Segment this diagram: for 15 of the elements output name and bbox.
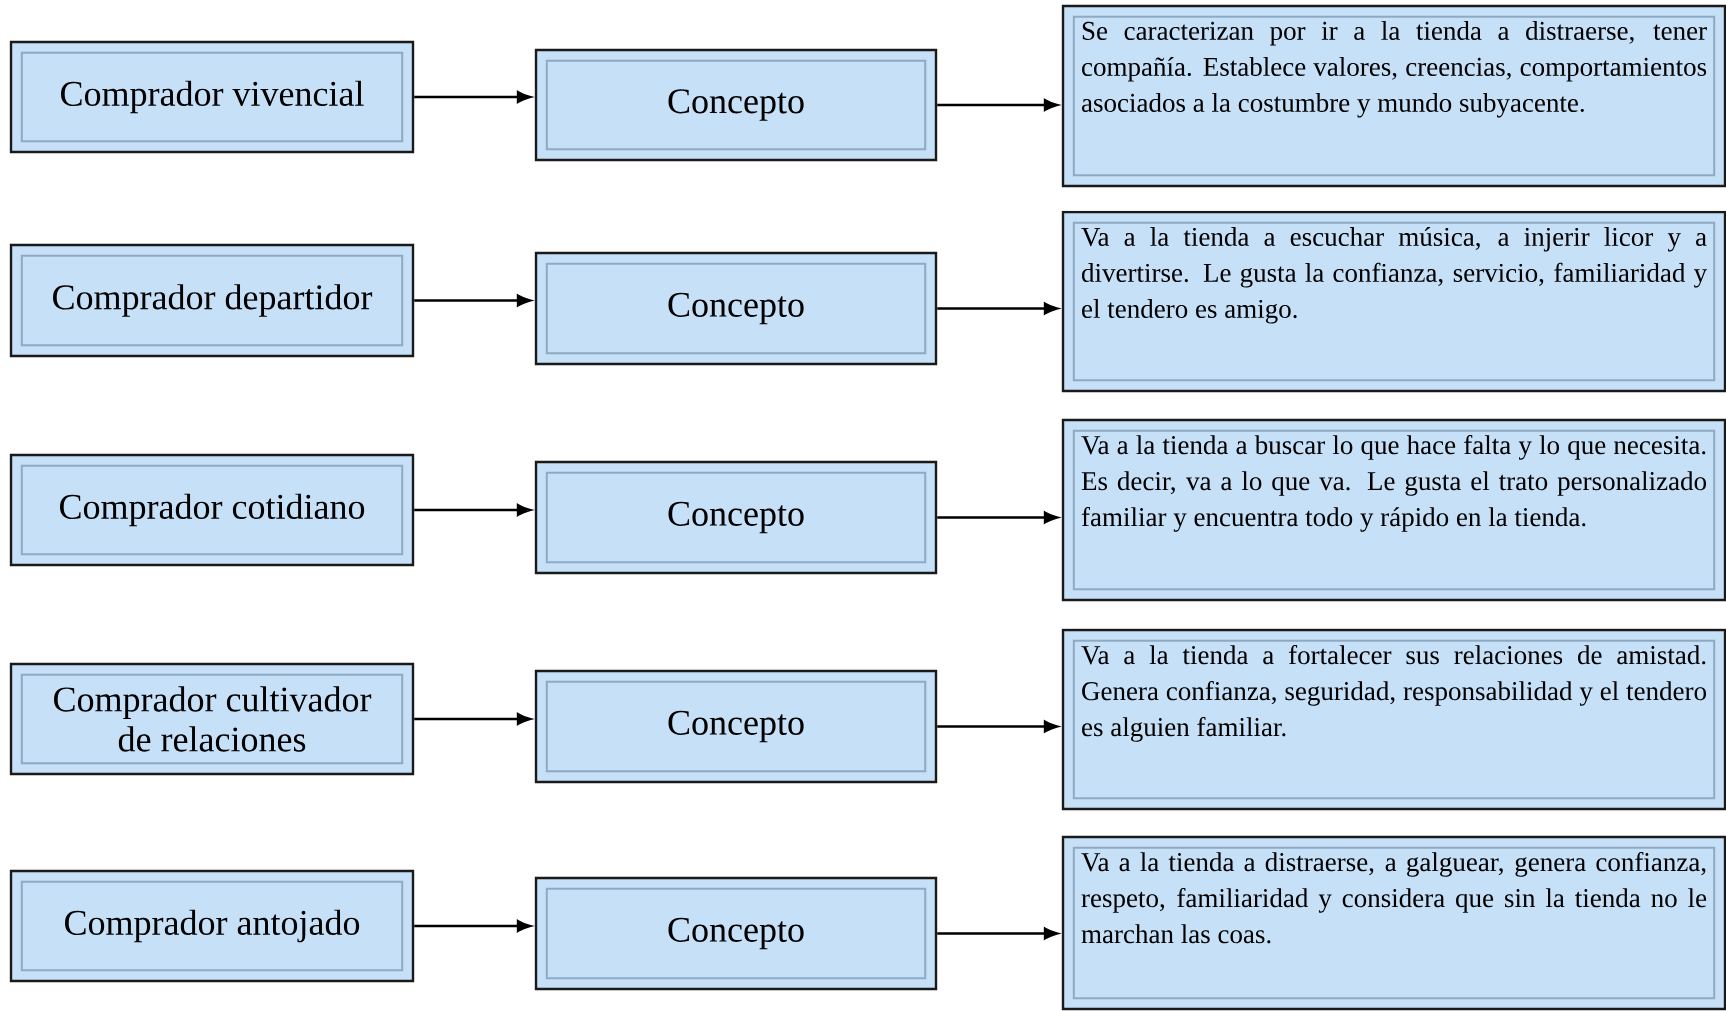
description-box: Va a la tienda a escuchar música, a injerir licor y a divertirse. Le gusta la confianza, servicio, familiaridad y el tendero es amigo. (1061, 210, 1726, 393)
label-box: Concepto (534, 669, 938, 784)
description-box: Va a la tienda a distraerse, a galguear, genera confianza, respeto, familiaridad y considera que sin la tienda no le marchan las coas. (1061, 835, 1726, 1011)
description-box: Va a la tienda a fortalecer sus relaciones de amistad. Genera confianza, seguridad, responsabilidad y el tendero es alguien familiar. (1061, 628, 1726, 811)
label-box: Concepto (534, 460, 938, 575)
label-box: Concepto (534, 251, 938, 366)
description-box: Va a la tienda a buscar lo que hace falta y lo que necesita. Es decir, va a lo que va. Le gusta el trato personalizado familiar y encuentra todo y rápido en la tienda. (1061, 418, 1726, 602)
label-box: Comprador cotidiano (9, 453, 415, 567)
description-box: Se caracterizan por ir a la tienda a distraerse, tener compañía. Establece valores, creencias, comportamientos asociados a la costumbre y mundo subyacente. (1061, 4, 1726, 188)
label-box: Comprador vivencial (9, 40, 415, 154)
label-box: Concepto (534, 876, 938, 991)
label-box: Comprador departidor (9, 243, 415, 358)
label-box: Concepto (534, 48, 938, 162)
label-box: Comprador antojado (9, 869, 415, 983)
label-box: Comprador cultivador de relaciones (9, 662, 415, 776)
